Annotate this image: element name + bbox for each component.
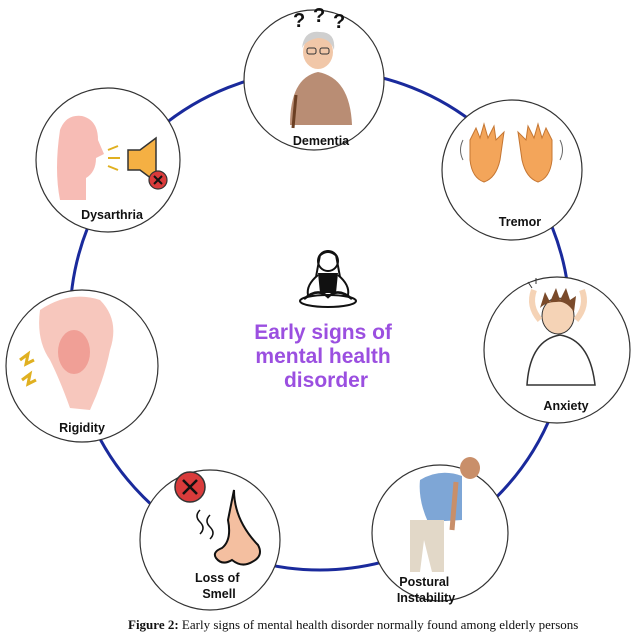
figure-caption-text: Early signs of mental health disorder no…	[181, 617, 579, 632]
svg-text:Dysarthria: Dysarthria	[81, 208, 144, 222]
svg-text:?: ?	[313, 5, 325, 27]
node-postural-instability: Postural Instability	[371, 457, 509, 605]
svg-text:Rigidity: Rigidity	[59, 421, 105, 435]
node-loss-of-smell-label-line-1: Loss of	[195, 571, 240, 585]
crossed-nose-icon	[174, 471, 261, 566]
node-rigidity: Rigidity	[5, 289, 159, 443]
center-title-line-2: mental health	[255, 345, 390, 368]
center-title-line-1: Early signs of	[254, 321, 393, 344]
node-rigidity-label: Rigidity	[59, 421, 105, 435]
shaking-hands-icon	[460, 122, 563, 183]
svg-text:Anxiety: Anxiety	[543, 399, 588, 413]
node-tremor-label: Tremor	[499, 215, 542, 229]
node-dysarthria-label: Dysarthria	[81, 208, 144, 222]
svg-text:Dementia: Dementia	[293, 134, 350, 148]
center-group: Early signs of mental health disorder	[254, 250, 398, 392]
node-loss-of-smell-label-line-2: Smell	[202, 587, 235, 601]
confused-elderly-woman-icon: ? ? ?	[290, 5, 352, 129]
node-anxiety: Anxiety	[483, 276, 631, 424]
node-dementia-label: Dementia	[293, 134, 350, 148]
node-dementia: ? ? ? Dementia	[243, 5, 385, 151]
center-title-line-3: disorder	[284, 369, 368, 392]
svg-text:?: ?	[293, 10, 305, 32]
node-dysarthria: Dysarthria	[35, 87, 181, 233]
node-loss-of-smell-circle	[139, 469, 281, 611]
svg-text:Loss of Smell: Loss of Smell	[195, 571, 243, 601]
muted-speech-icon	[57, 115, 168, 200]
figure-caption: Figure 2: Early signs of mental health d…	[128, 617, 640, 633]
node-anxiety-label: Anxiety	[543, 399, 588, 413]
stiff-knee-icon	[19, 296, 114, 410]
svg-text:Tremor: Tremor	[499, 215, 542, 229]
node-postural-instability-label-line-1: Postural	[399, 575, 449, 589]
node-loss-of-smell: Loss of Smell	[139, 469, 281, 611]
center-title: Early signs of mental health disorder	[254, 321, 398, 392]
stooped-elderly-man-icon	[410, 457, 480, 572]
meditating-person-icon	[299, 250, 357, 308]
node-postural-instability-label-line-2: Instability	[397, 591, 455, 605]
svg-text:?: ?	[333, 11, 345, 33]
anxious-man-icon	[526, 278, 596, 386]
figure-caption-label: Figure 2:	[128, 617, 179, 632]
svg-text:Postural Instability: Postural Instability	[397, 575, 455, 605]
node-tremor: Tremor	[441, 99, 583, 241]
